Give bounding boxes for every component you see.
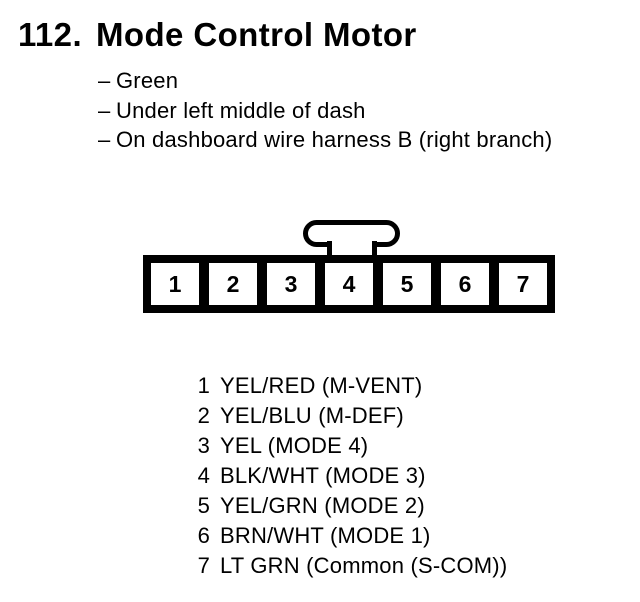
dash-bullet: – — [98, 68, 111, 93]
section-title: Mode Control Motor — [96, 16, 417, 53]
detail-text: Under left middle of dash — [116, 97, 366, 123]
connector-pin-cell-1: 1 — [146, 258, 204, 310]
pin-label: YEL/RED (M-VENT) — [220, 373, 423, 398]
pin-number: 2 — [197, 403, 210, 428]
pin-label: YEL/BLU (M-DEF) — [220, 403, 404, 428]
pin-number: 4 — [197, 463, 210, 488]
pin-cell-number: 6 — [458, 270, 472, 297]
connector-body: 1 2 3 4 5 6 7 — [143, 255, 555, 313]
pin-row: 1 YEL/RED (M-VENT) — [196, 371, 507, 401]
connector-pin-cell-5: 5 — [378, 258, 436, 310]
pin-row: 7 LT GRN (Common (S-COM)) — [196, 551, 508, 581]
pin-legend: 1 YEL/RED (M-VENT) 2 YEL/BLU (M-DEF) 3 Y… — [196, 371, 508, 581]
pin-label: YEL/GRN (MODE 2) — [220, 493, 425, 518]
connector-latch-stem — [327, 241, 377, 256]
pin-number: 7 — [197, 553, 210, 578]
detail-item: – Under left middle of dash — [98, 96, 552, 126]
pin-row: 5 YEL/GRN (MODE 2) — [196, 491, 507, 521]
pin-number: 5 — [197, 493, 210, 518]
detail-text: On dashboard wire harness B (right branc… — [116, 127, 553, 152]
pin-label: BLK/WHT (MODE 3) — [220, 463, 426, 488]
pin-cell-number: 2 — [226, 270, 240, 297]
pin-cell-number: 1 — [168, 270, 182, 297]
connector-pin-cell-3: 3 — [262, 258, 320, 310]
pin-cell-number: 5 — [400, 270, 414, 297]
pin-row: 6 BRN/WHT (MODE 1) — [196, 521, 507, 551]
dash-bullet: – — [98, 97, 111, 123]
connector-pin-cell-7: 7 — [494, 258, 552, 310]
detail-list: – Green – Under left middle of dash – On… — [98, 66, 552, 155]
pin-cell-number: 7 — [516, 270, 530, 297]
pin-row: 3 YEL (MODE 4) — [196, 431, 507, 461]
pin-number: 3 — [197, 433, 210, 458]
page-title: 112. Mode Control Motor — [18, 16, 417, 54]
pin-row: 4 BLK/WHT (MODE 3) — [196, 461, 507, 491]
pin-cell-number: 3 — [284, 270, 298, 297]
detail-item: – On dashboard wire harness B (right bra… — [98, 125, 552, 155]
detail-item: – Green — [98, 66, 552, 96]
pin-row: 2 YEL/BLU (M-DEF) — [196, 401, 507, 431]
dash-bullet: – — [98, 127, 111, 152]
pin-number: 1 — [197, 373, 210, 398]
pin-label: LT GRN (Common (S-COM)) — [220, 553, 508, 578]
pin-number: 6 — [197, 523, 210, 548]
pin-cell-number: 4 — [342, 270, 356, 297]
pin-label: YEL (MODE 4) — [220, 433, 369, 458]
detail-text: Green — [116, 68, 179, 93]
section-number: 112. — [18, 16, 83, 53]
connector-pin-cell-2: 2 — [204, 258, 262, 310]
connector-pin-cell-6: 6 — [436, 258, 494, 310]
pin-label: BRN/WHT (MODE 1) — [220, 523, 431, 548]
connector-pin-cell-4: 4 — [320, 258, 378, 310]
